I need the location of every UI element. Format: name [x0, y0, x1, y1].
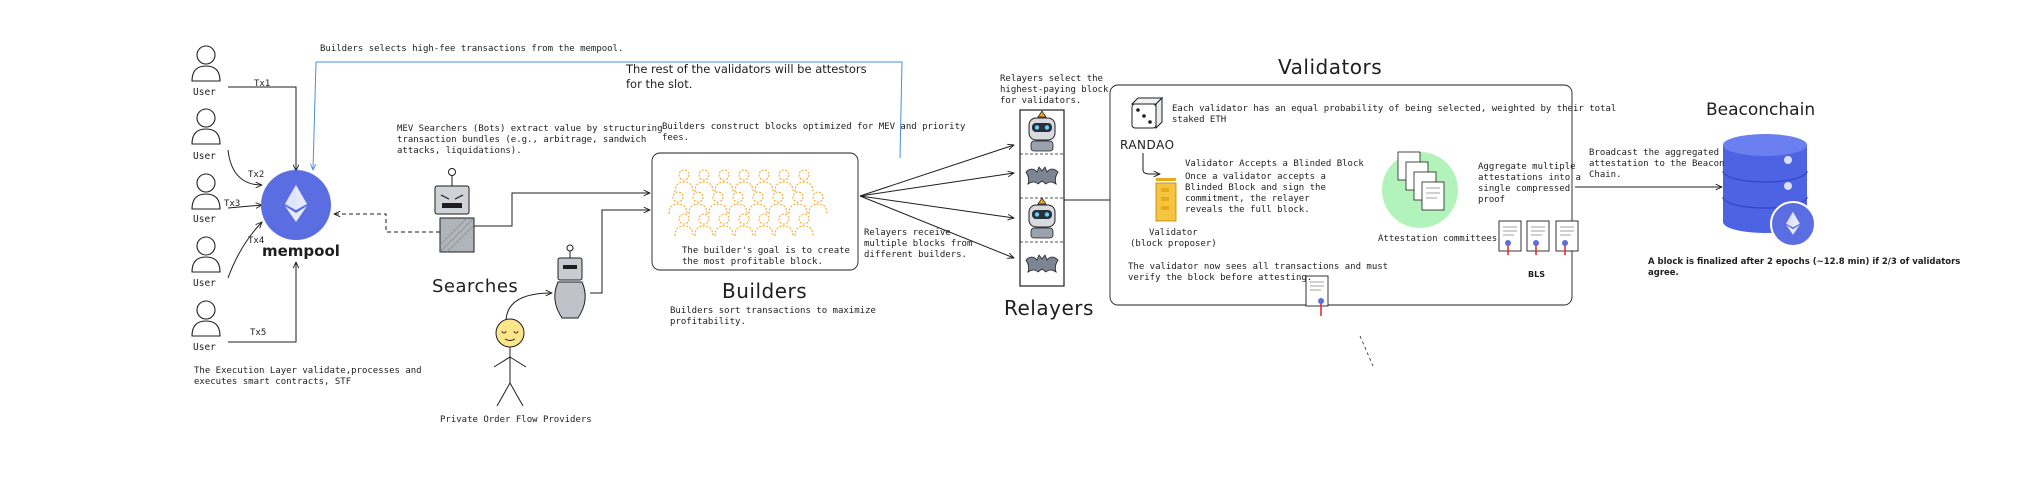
relayers-receive-note: Relayers receive multiple blocks from di…: [864, 228, 973, 260]
validators-box: [1109, 84, 1573, 306]
validators-dashed-marker: [1359, 335, 1374, 367]
searchers-title: Searches: [432, 276, 519, 297]
ethereum-mempool-icon: [261, 170, 331, 240]
block-document-icon: [1305, 275, 1329, 316]
finality-note: A block is finalized after 2 epochs (~12…: [1648, 257, 1961, 278]
private-flow-bot-to-builders-arrow: [590, 210, 650, 294]
user-label-4: User: [193, 278, 216, 289]
tx2-label: Tx2: [248, 170, 265, 180]
builders-relayer-arrow-1: [859, 145, 1014, 197]
user-icon-4: [191, 236, 221, 273]
searchers-mempool-dashed-link: [334, 214, 440, 233]
bls-label: BLS: [1528, 270, 1545, 279]
builders-top-note: Builders construct blocks optimized for …: [662, 122, 966, 143]
builders-select-note: Builders selects high-fee transactions f…: [320, 44, 624, 54]
builders-relayer-arrow-4: [859, 195, 1014, 258]
tx4-label: Tx4: [248, 236, 265, 246]
tx5-label: Tx5: [250, 328, 267, 338]
attestation-committees-label: Attestation committees: [1378, 234, 1498, 244]
tx2-arrow: [227, 149, 262, 185]
private-order-flow-bot-icon: [554, 244, 586, 319]
validator-proposer-folder-icon: [1155, 178, 1177, 222]
tx4-arrow: [227, 222, 262, 279]
user-icon-3: [191, 173, 221, 210]
builders-sort-note: Builders sort transactions to maximize p…: [670, 306, 876, 327]
validator-accepts-heading: Validator Accepts a Blinded Block: [1185, 159, 1364, 169]
builders-goal-note: The builder's goal is to create the most…: [682, 246, 850, 267]
attestors-note: The rest of the validators will be attes…: [626, 62, 867, 91]
validator-proposer-label: Validator (block proposer): [1130, 228, 1217, 249]
relayers-title: Relayers: [1004, 296, 1094, 320]
private-order-flow-label: Private Order Flow Providers: [440, 415, 592, 425]
builders-relayer-arrow-2: [859, 173, 1014, 197]
validators-title: Validators: [1278, 55, 1383, 79]
tx1-label: Tx1: [254, 79, 271, 89]
tx5-arrow: [228, 262, 296, 343]
tx1-arrow: [228, 86, 296, 171]
execution-layer-note: The Execution Layer validate,processes a…: [194, 366, 422, 387]
relayers-select-note: Relayers select the highest-paying block…: [1000, 74, 1109, 106]
randao-to-proposer-arrow: [1142, 153, 1160, 174]
bls-signature-doc-icon-2: [1526, 220, 1550, 256]
user-label-2: User: [193, 151, 216, 162]
randao-dice-icon: [1130, 96, 1164, 130]
tx3-arrow: [227, 205, 262, 208]
tx3-label: Tx3: [224, 199, 241, 209]
attestation-committees-icon: [1382, 151, 1458, 228]
aggregate-attestations-note: Aggregate multiple attestations into a s…: [1478, 162, 1581, 205]
beaconchain-title: Beaconchain: [1706, 100, 1816, 120]
searchers-note: MEV Searchers (Bots) extract value by st…: [397, 124, 663, 156]
builders-title: Builders: [722, 279, 808, 303]
bls-signature-doc-icon-1: [1498, 220, 1522, 256]
beaconchain-eth-icon: [1770, 201, 1816, 247]
private-order-flow-person-icon: [493, 318, 527, 407]
user-label-1: User: [193, 87, 216, 98]
searcher-bot-icon: [434, 168, 475, 253]
validator-probability-note: Each validator has an equal probability …: [1172, 104, 1617, 125]
bls-signature-doc-icon-3: [1555, 220, 1579, 256]
randao-label: RANDAO: [1120, 138, 1175, 152]
private-flow-to-bot-link: [505, 293, 552, 323]
mempool-title: mempool: [262, 242, 340, 260]
searcher-to-builders-arrow: [474, 193, 650, 227]
attestors-feedback-arrow: [313, 61, 903, 170]
validator-verify-note: The validator now sees all transactions …: [1128, 262, 1389, 283]
broadcast-attestation-note: Broadcast the aggregated attestation to …: [1589, 148, 1725, 180]
user-icon-2: [191, 108, 221, 145]
user-icon-1: [191, 45, 221, 82]
user-label-3: User: [193, 214, 216, 225]
builders-relayer-arrow-3: [859, 195, 1014, 218]
user-icon-5: [191, 300, 221, 337]
user-label-5: User: [193, 342, 216, 353]
validator-accepts-note: Once a validator accepts a Blinded Block…: [1185, 172, 1326, 215]
